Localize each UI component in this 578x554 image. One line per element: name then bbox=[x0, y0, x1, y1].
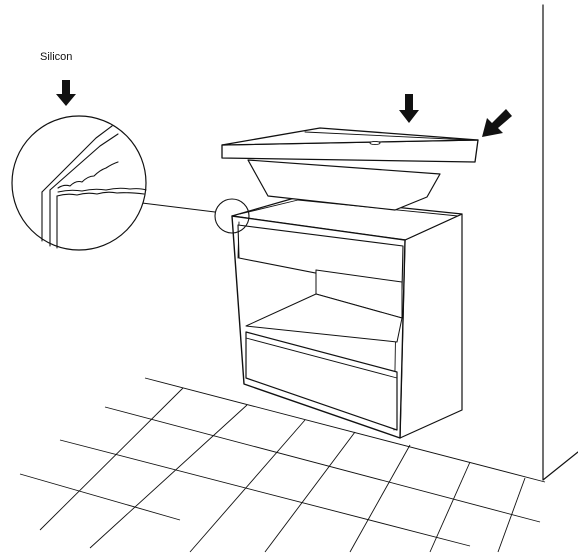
down-arrow-icon bbox=[56, 80, 76, 106]
diagonal-arrow-icon bbox=[482, 109, 512, 137]
washbasin bbox=[221, 127, 479, 211]
wall bbox=[542, 4, 578, 481]
down-arrow-icon bbox=[399, 94, 419, 123]
vanity-cabinet bbox=[231, 196, 463, 439]
detail-marker-circle bbox=[141, 198, 250, 234]
silicon-detail-view bbox=[11, 115, 147, 251]
floor-tiles bbox=[19, 377, 546, 553]
silicon-label: Silicon bbox=[40, 51, 73, 63]
